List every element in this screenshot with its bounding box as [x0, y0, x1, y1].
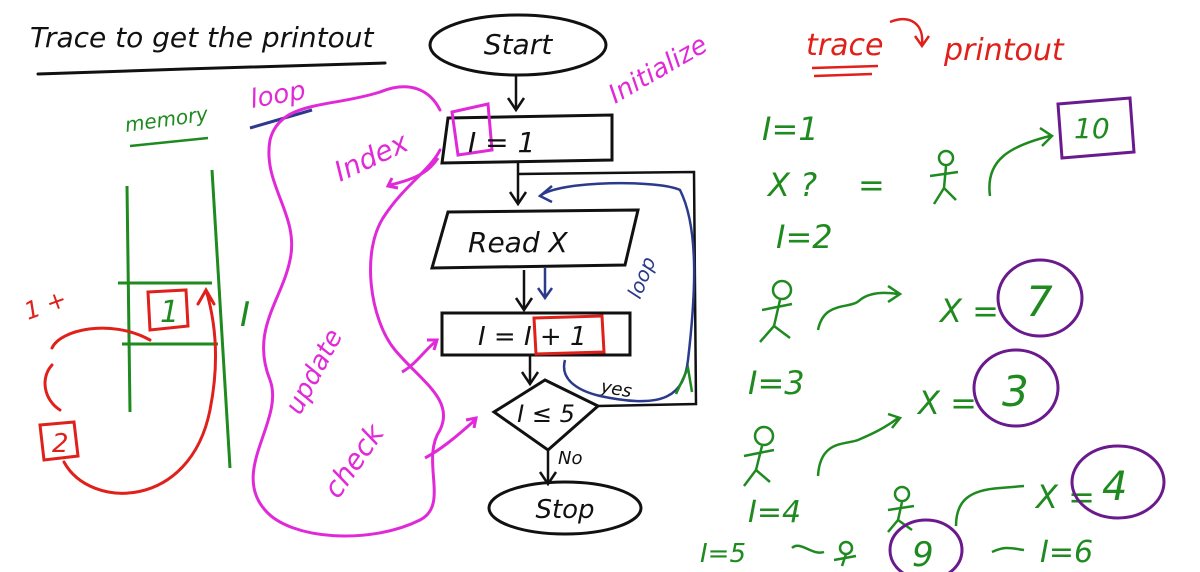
trace-step-6: I=6	[1040, 535, 1093, 570]
trace-arrow-6	[991, 546, 1025, 554]
init-label: I = 1	[468, 126, 535, 159]
value-circle-3	[972, 348, 1060, 428]
trace-read-2: X =	[938, 292, 999, 330]
stop-label: Stop	[535, 495, 594, 525]
trace-step-4: I=4	[748, 495, 801, 530]
trace-arrow-1	[988, 126, 1054, 197]
stick-figure-5	[833, 540, 857, 567]
trace-value-3: 3	[1002, 367, 1029, 416]
navy-loop-path	[539, 181, 696, 403]
trace-arrow	[889, 18, 931, 49]
green-up-arrow	[674, 363, 694, 395]
arrowhead-start-init	[506, 97, 526, 113]
memory-cell-box	[146, 288, 190, 332]
trace-arrow-2	[816, 284, 903, 331]
update-arrow	[401, 338, 440, 374]
memory-underline	[129, 136, 209, 148]
no-label: No	[558, 448, 582, 469]
trace-step-2: I=2	[776, 218, 833, 256]
stick-figure-3	[743, 425, 775, 487]
stick-figure-2	[759, 279, 793, 343]
memory-next-value: 2	[52, 429, 69, 459]
check-arrow	[424, 416, 478, 460]
stop-terminal	[487, 480, 643, 536]
trace-arrow-3	[816, 412, 903, 477]
trace-step-1: I=1	[762, 110, 819, 148]
memory-cell-value: 1	[160, 295, 179, 330]
value-circle-2	[996, 258, 1084, 338]
printout-word: printout	[943, 33, 1065, 68]
read-label: Read X	[468, 226, 569, 259]
navy-arrow-top	[537, 185, 553, 204]
init-highlight	[450, 102, 494, 157]
next-value-box	[38, 420, 80, 462]
board-title: Trace to get the printout	[30, 21, 375, 54]
arrowhead-update-cond	[520, 371, 540, 387]
value-circle-4	[1070, 444, 1166, 520]
stick-figure-4	[887, 485, 915, 533]
trace-eq-1: =	[858, 166, 885, 204]
navy-arrow-mid	[536, 268, 554, 301]
trace-underline	[811, 64, 879, 78]
arrowhead-read-update	[514, 297, 534, 313]
trace-read-3: X =	[916, 384, 977, 422]
read-box	[430, 208, 640, 270]
return-arrow	[62, 286, 217, 495]
increment-arrow	[43, 326, 152, 412]
magenta-bracket	[251, 85, 446, 538]
trace-value-4: 4	[1102, 464, 1127, 510]
increment-label: 1 +	[20, 285, 70, 326]
trace-read-1: X ?	[766, 166, 817, 204]
check-label: check	[317, 416, 392, 504]
trace-value-1: 10	[1074, 112, 1110, 145]
trace-value-5: 9	[912, 535, 934, 572]
memory-var-name: I	[240, 295, 250, 335]
update-label-text: I = I + 1	[478, 322, 587, 352]
memory-column-right	[210, 169, 232, 469]
condition-label: I ≤ 5	[517, 400, 575, 428]
trace-step-3: I=3	[748, 364, 805, 402]
loop-label-side: loop	[622, 253, 660, 302]
arrowhead-init-read	[508, 191, 528, 207]
value-box-1	[1056, 96, 1136, 160]
stick-figure-1	[929, 149, 959, 205]
trace-value-2: 7	[1026, 277, 1053, 326]
value-circle-5	[888, 518, 964, 572]
init-box	[440, 113, 614, 165]
trace-word: trace	[806, 28, 883, 63]
title-underline	[36, 61, 387, 76]
index-label: Index	[329, 125, 414, 188]
initialize-label: Initialize	[604, 30, 713, 110]
index-arrow	[385, 157, 440, 190]
trace-step-5: I=5	[700, 539, 746, 569]
memory-column-left	[125, 185, 132, 413]
update-highlight	[532, 314, 606, 356]
trace-read-4: X =	[1034, 478, 1095, 516]
update-label: update	[280, 324, 349, 419]
memory-label: memory	[123, 101, 210, 137]
trace-arrow-5	[791, 544, 825, 554]
start-terminal	[428, 13, 608, 77]
trace-arrow-4	[954, 484, 1025, 527]
start-label: Start	[484, 28, 553, 61]
